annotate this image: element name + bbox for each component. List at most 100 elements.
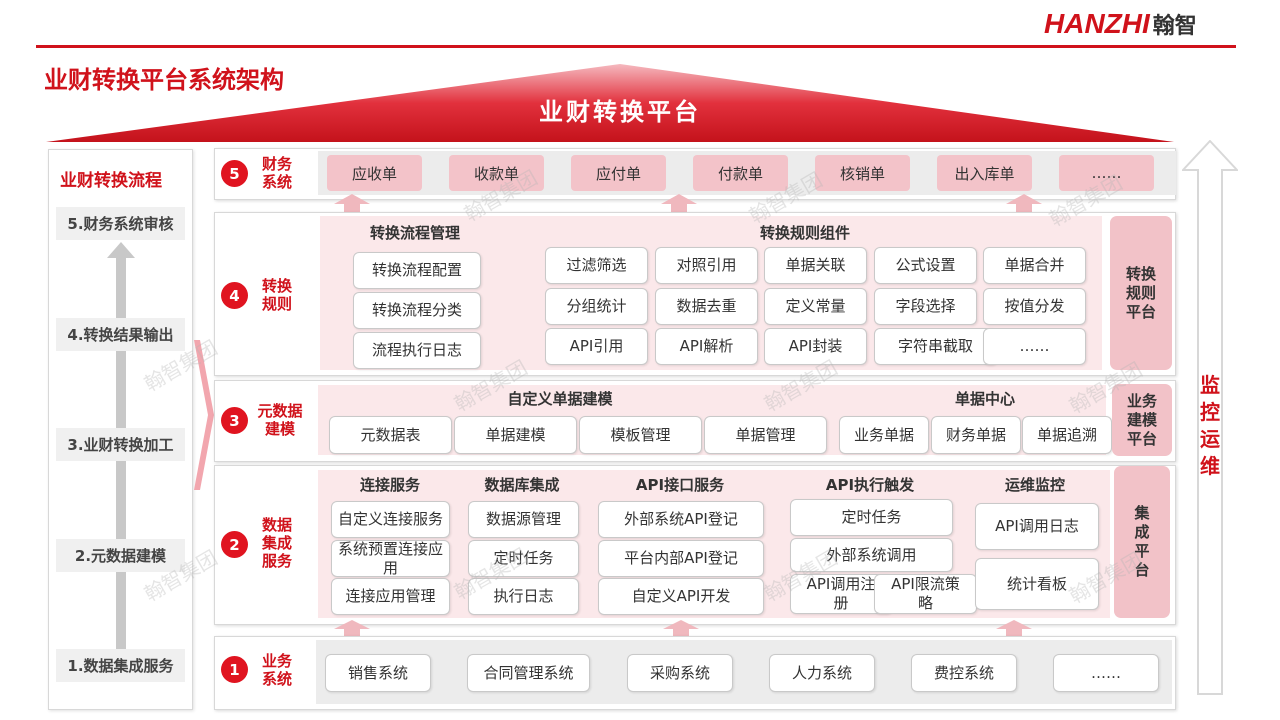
rule-comp-item: 对照引用 (655, 247, 758, 284)
custom-model-item: 单据管理 (704, 416, 827, 454)
flow-step-3: 3.业财转换加工 (56, 428, 185, 461)
db-item: 定时任务 (468, 540, 579, 577)
custom-model-item: 元数据表 (329, 416, 452, 454)
finance-item: 应收单 (327, 155, 422, 191)
finance-item: 出入库单 (937, 155, 1032, 191)
trigger-item: 外部系统调用 (790, 538, 953, 572)
up-arrow (663, 620, 699, 636)
chevron-connector (194, 340, 214, 490)
layer-5-name: 财务系统 (261, 155, 292, 191)
custom-model-title: 自定义单据建模 (507, 390, 613, 408)
api-item: 平台内部API登记 (598, 540, 764, 577)
business-system-item: 费控系统 (911, 654, 1017, 692)
flow-step-1: 1.数据集成服务 (56, 649, 185, 682)
api-item: 自定义API开发 (598, 578, 764, 615)
flow-title: 业财转换流程 (60, 171, 162, 191)
rules-platform-label: 转换规则平台 (1110, 216, 1172, 370)
business-system-item: 人力系统 (769, 654, 875, 692)
finance-item: 核销单 (815, 155, 910, 191)
layer-1-name: 业务系统 (261, 652, 292, 688)
rule-comp-item: …… (983, 328, 1086, 365)
layer-3-number: 3 (221, 407, 248, 434)
db-item: 执行日志 (468, 578, 579, 615)
layer-4-number: 4 (221, 282, 248, 309)
rule-comp-item: 过滤筛选 (545, 247, 648, 284)
flow-step-4: 4.转换结果输出 (56, 318, 185, 351)
integration-platform-label: 集成平台 (1114, 466, 1170, 618)
flow-mgmt-item: 流程执行日志 (353, 332, 481, 369)
finance-item: 付款单 (693, 155, 788, 191)
layer-1-band (316, 640, 1172, 704)
bill-center-item: 业务单据 (839, 416, 929, 454)
layer-3-name: 元数据建模 (257, 402, 303, 438)
business-modeling-label: 业务建模平台 (1112, 384, 1172, 456)
rule-comp-item: 数据去重 (655, 288, 758, 325)
connect-item: 自定义连接服务 (331, 501, 450, 538)
monitor-label: 监 控 运 维 (1196, 372, 1224, 480)
rule-comp-item: 按值分发 (983, 288, 1086, 325)
up-arrow (334, 620, 370, 636)
custom-model-item: 模板管理 (579, 416, 702, 454)
rule-comp-item: 分组统计 (545, 288, 648, 325)
roof-shape (46, 64, 1174, 142)
business-system-item: 合同管理系统 (467, 654, 590, 692)
bill-center-title: 单据中心 (954, 390, 1015, 408)
bill-center-item: 单据追溯 (1022, 416, 1112, 454)
monitor-char-4: 维 (1200, 454, 1220, 478)
up-arrow (334, 194, 370, 212)
monitor-char-3: 运 (1200, 427, 1220, 451)
rule-comp-item: API引用 (545, 328, 648, 365)
rule-comp-item: API封装 (764, 328, 867, 365)
api-item: 外部系统API登记 (598, 501, 764, 538)
layer-4-name: 转换规则 (261, 277, 292, 313)
brand-logo: HANZHI 翰智 (1044, 8, 1197, 40)
flow-mgmt-item: 转换流程分类 (353, 292, 481, 329)
logo-chinese: 翰智 (1152, 14, 1197, 39)
monitor-up-arrow (1182, 140, 1238, 695)
api-title: API接口服务 (635, 476, 725, 494)
custom-model-item: 单据建模 (454, 416, 577, 454)
header-divider (36, 45, 1236, 48)
db-title: 数据库集成 (484, 476, 560, 494)
rule-comp-title: 转换规则组件 (759, 224, 850, 242)
up-arrow (661, 194, 697, 212)
business-system-item: …… (1053, 654, 1159, 692)
rule-comp-item: 公式设置 (874, 247, 977, 284)
db-item: 数据源管理 (468, 501, 579, 538)
rule-comp-item: 定义常量 (764, 288, 867, 325)
connect-item: 连接应用管理 (331, 578, 450, 615)
roof-title: 业财转换平台 (539, 98, 701, 126)
finance-item: 收款单 (449, 155, 544, 191)
business-system-item: 采购系统 (627, 654, 733, 692)
flow-step-5: 5.财务系统审核 (56, 207, 185, 240)
connect-title: 连接服务 (359, 476, 420, 494)
ops-title: 运维监控 (1004, 476, 1065, 494)
trigger-item: 定时任务 (790, 499, 953, 536)
rule-comp-item: API解析 (655, 328, 758, 365)
page-title: 业财转换平台系统架构 (44, 66, 284, 94)
flow-step-2: 2.元数据建模 (56, 539, 185, 572)
ops-item: 统计看板 (975, 558, 1099, 610)
monitor-char-1: 监 (1200, 373, 1220, 397)
finance-item: …… (1059, 155, 1154, 191)
flow-mgmt-title: 转换流程管理 (369, 224, 460, 242)
rule-comp-item: 字符串截取 (874, 328, 997, 365)
layer-1-number: 1 (221, 656, 248, 683)
rule-comp-item: 单据合并 (983, 247, 1086, 284)
up-arrow (996, 620, 1032, 636)
trigger-title: API执行触发 (825, 476, 915, 494)
connect-item: 系统预置连接应用 (331, 540, 450, 577)
layer-2-number: 2 (221, 531, 248, 558)
ops-item: API调用日志 (975, 503, 1099, 550)
layer-5-number: 5 (221, 160, 248, 187)
monitor-char-2: 控 (1200, 400, 1220, 424)
bill-center-item: 财务单据 (931, 416, 1021, 454)
finance-item: 应付单 (571, 155, 666, 191)
trigger-item: API限流策略 (874, 574, 977, 614)
flow-mgmt-item: 转换流程配置 (353, 252, 481, 289)
layer-2-name: 数据集成服务 (261, 516, 292, 570)
rule-comp-item: 单据关联 (764, 247, 867, 284)
rule-comp-item: 字段选择 (874, 288, 977, 325)
business-system-item: 销售系统 (325, 654, 431, 692)
up-arrow (1006, 194, 1042, 212)
